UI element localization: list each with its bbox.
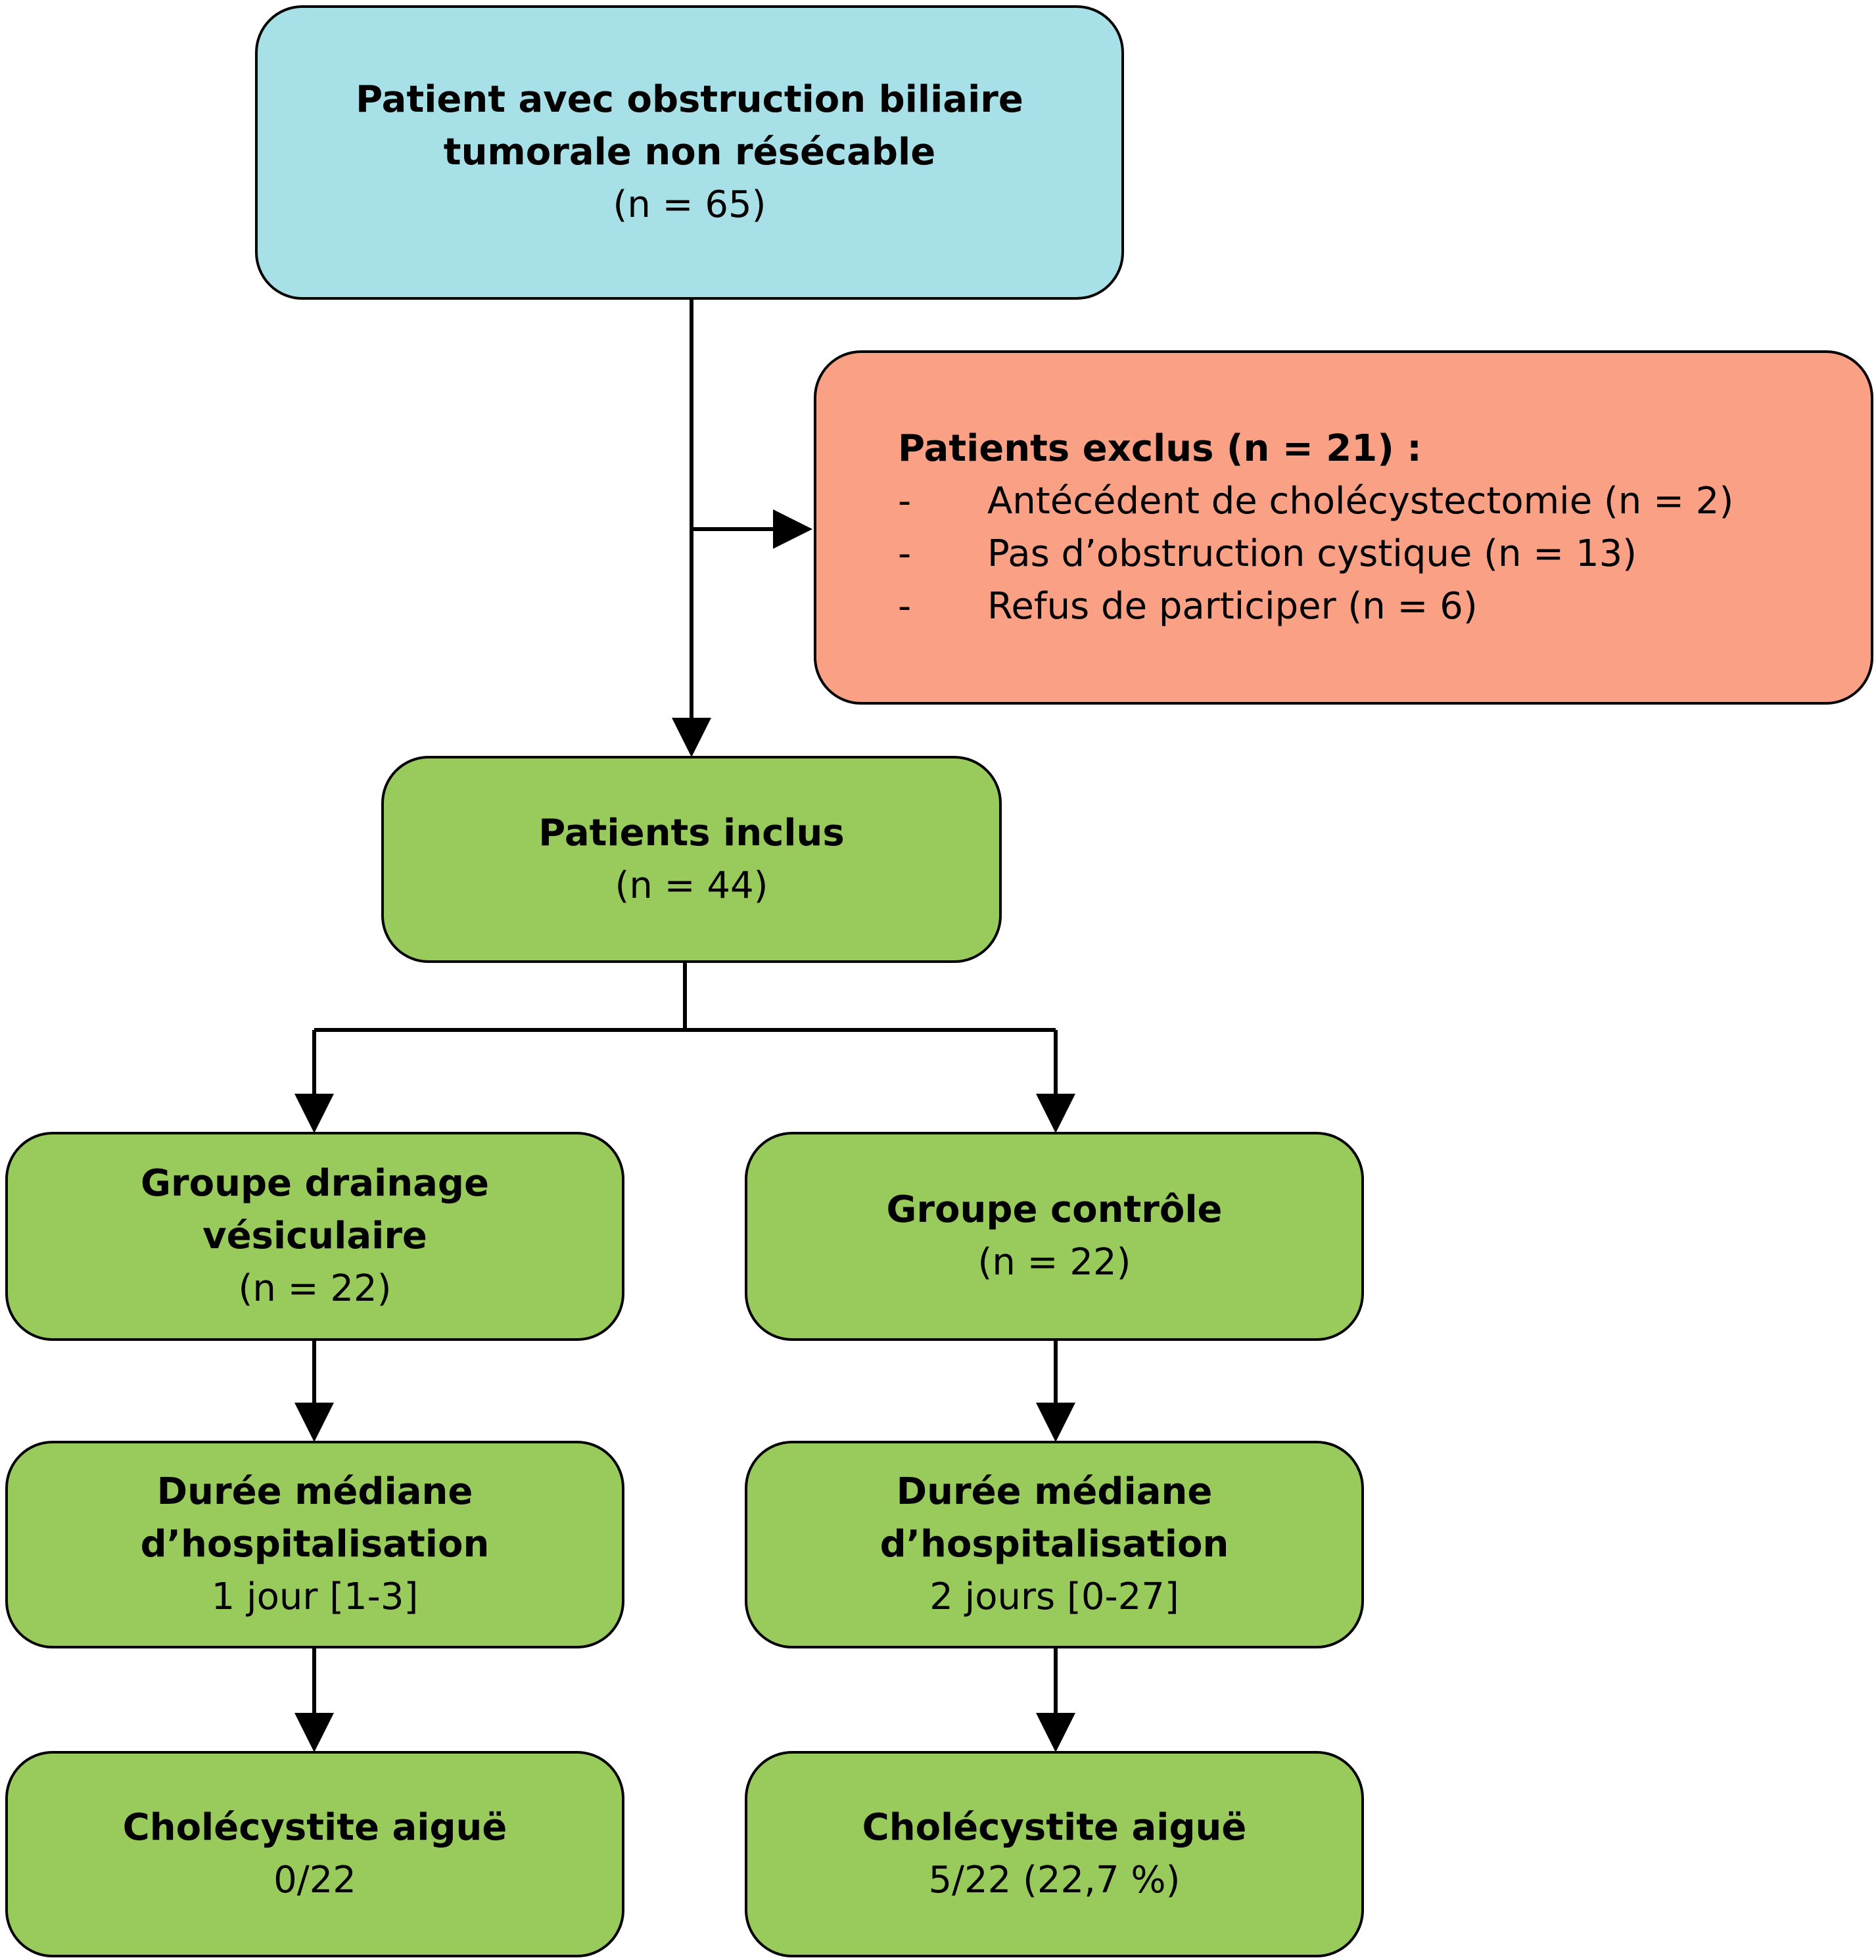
- drainage-group-line-2: vésiculaire: [202, 1215, 427, 1257]
- bullet-dash: -: [898, 532, 912, 575]
- control-outcome-title: Cholécystite aiguë: [862, 1806, 1247, 1849]
- control-group-count: (n = 22): [977, 1241, 1131, 1284]
- control-stay-value: 2 jours [0-27]: [929, 1575, 1179, 1618]
- control-stay-box: Durée médiane d’hospitalisation 2 jours …: [745, 1441, 1364, 1648]
- control-outcome-value: 5/22 (22,7 %): [928, 1859, 1181, 1902]
- drainage-outcome-box: Cholécystite aiguë 0/22: [5, 1751, 624, 1957]
- start-line-1: Patient avec obstruction biliaire: [356, 78, 1023, 121]
- excluded-box: Patients exclus (n = 21) : - Antécédent …: [814, 350, 1873, 705]
- control-stay-line-2: d’hospitalisation: [879, 1523, 1229, 1566]
- excluded-item: - Refus de participer (n = 6): [898, 580, 1478, 633]
- included-title: Patients inclus: [538, 811, 845, 854]
- drainage-group-count: (n = 22): [238, 1267, 392, 1310]
- drainage-stay-value: 1 jour [1-3]: [211, 1575, 419, 1618]
- included-count: (n = 44): [615, 864, 768, 907]
- start-count: (n = 65): [613, 183, 766, 226]
- control-group-title: Groupe contrôle: [886, 1188, 1223, 1231]
- drainage-stay-line-1: Durée médiane: [156, 1470, 473, 1513]
- start-box: Patient avec obstruction biliaire tumora…: [255, 5, 1124, 300]
- drainage-stay-line-2: d’hospitalisation: [140, 1523, 490, 1566]
- drainage-stay-box: Durée médiane d’hospitalisation 1 jour […: [5, 1441, 624, 1648]
- start-line-2: tumorale non résécable: [443, 131, 936, 174]
- drainage-group-line-1: Groupe drainage: [141, 1162, 489, 1205]
- bullet-dash: -: [898, 479, 912, 523]
- excluded-title: Patients exclus (n = 21) :: [898, 427, 1422, 470]
- control-group-box: Groupe contrôle (n = 22): [745, 1132, 1364, 1341]
- excluded-item: - Pas d’obstruction cystique (n = 13): [898, 528, 1637, 580]
- control-outcome-box: Cholécystite aiguë 5/22 (22,7 %): [745, 1751, 1364, 1957]
- control-stay-line-1: Durée médiane: [896, 1470, 1213, 1513]
- excluded-item-text: Pas d’obstruction cystique (n = 13): [987, 532, 1637, 575]
- drainage-outcome-value: 0/22: [273, 1859, 356, 1902]
- bullet-dash: -: [898, 584, 912, 628]
- excluded-item-text: Antécédent de cholécystectomie (n = 2): [987, 479, 1734, 523]
- excluded-item: - Antécédent de cholécystectomie (n = 2): [898, 475, 1733, 528]
- included-box: Patients inclus (n = 44): [381, 756, 1002, 963]
- drainage-outcome-title: Cholécystite aiguë: [122, 1806, 507, 1849]
- drainage-group-box: Groupe drainage vésiculaire (n = 22): [5, 1132, 624, 1341]
- excluded-item-text: Refus de participer (n = 6): [987, 584, 1478, 628]
